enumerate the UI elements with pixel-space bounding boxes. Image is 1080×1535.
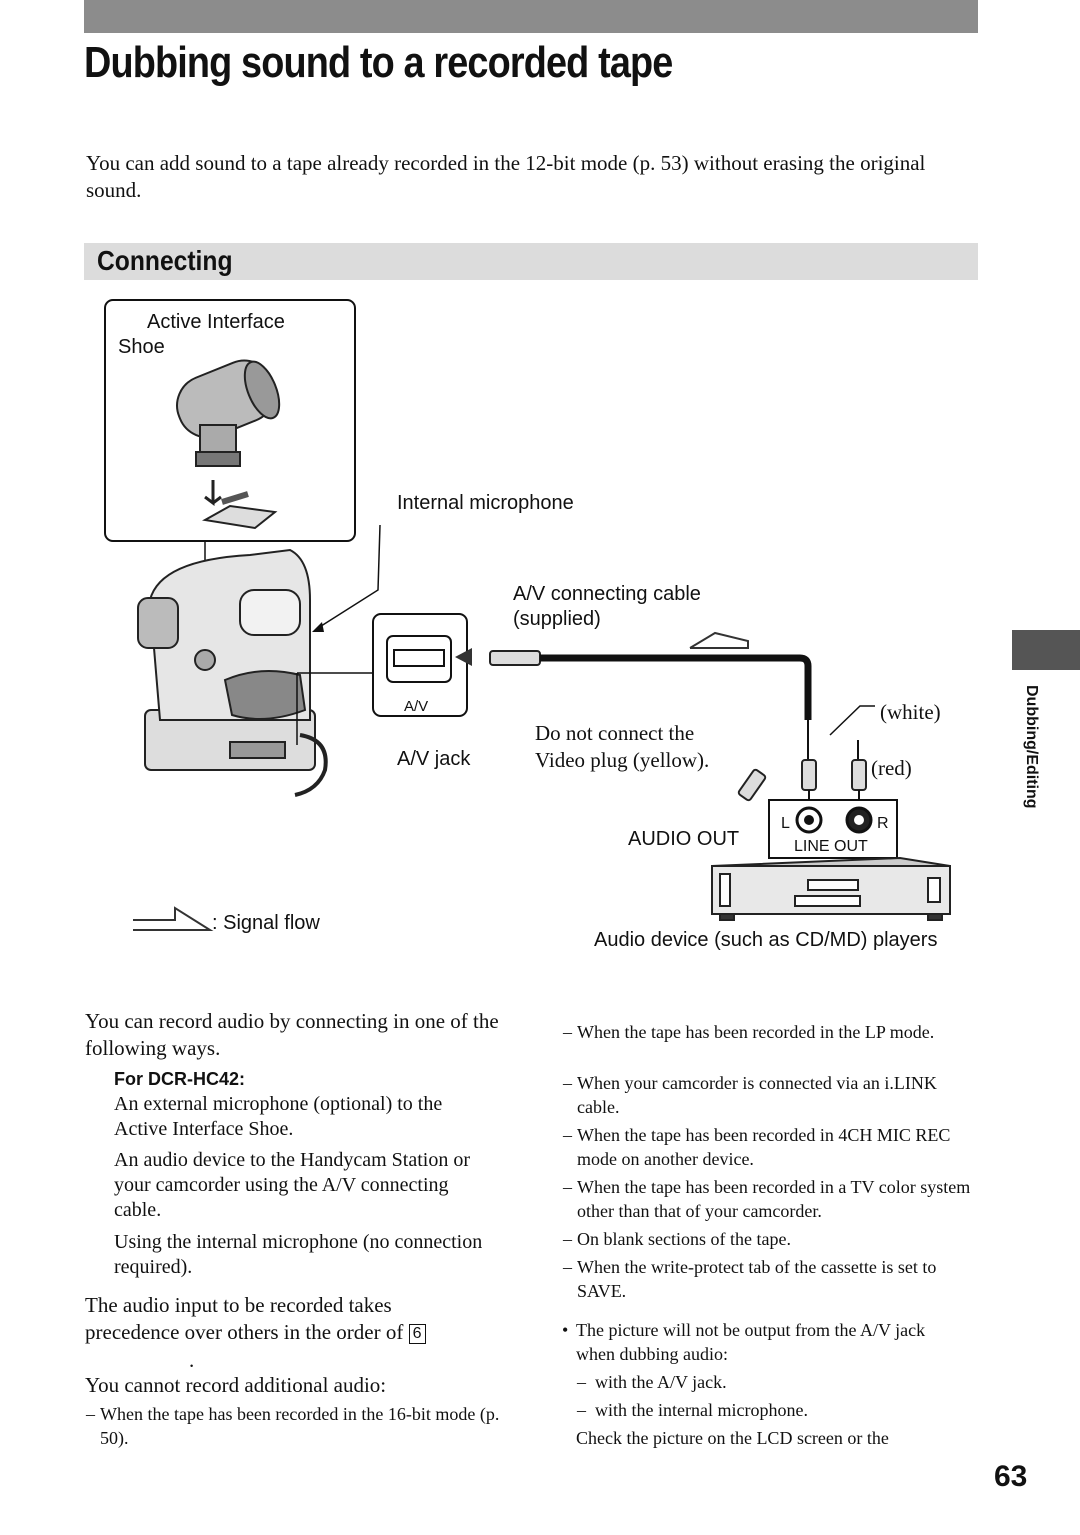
red-plug bbox=[851, 759, 867, 791]
intro-text: You can add sound to a tape already reco… bbox=[86, 151, 926, 202]
shoe-arrow-illustration bbox=[202, 480, 278, 530]
av-small-label: A/V bbox=[404, 698, 429, 715]
model-heading: For DCR-HC42: bbox=[114, 1069, 246, 1089]
right-sub-1: –with the A/V jack. bbox=[577, 1372, 727, 1392]
l-label: L bbox=[781, 815, 790, 832]
signal-flow-label: : Signal flow bbox=[212, 912, 320, 934]
r-label: R bbox=[877, 815, 889, 832]
right-sub-2: –with the internal microphone. bbox=[577, 1400, 808, 1420]
right-item-4: –When the tape has been recorded in a TV… bbox=[563, 1177, 971, 1221]
connection-diagram bbox=[104, 299, 951, 931]
do-not-connect-2: Video plug (yellow). bbox=[535, 748, 710, 772]
line-out-label: LINE OUT bbox=[794, 838, 868, 855]
left-bullet-1: –When the tape has been recorded in the … bbox=[86, 1404, 500, 1448]
audio-device-label: Audio device (such as CD/MD) players bbox=[594, 929, 938, 951]
white-plug bbox=[801, 759, 817, 791]
red-label: (red) bbox=[871, 756, 912, 780]
left-para-3: You cannot record additional audio: bbox=[85, 1373, 387, 1397]
audio-out-label: AUDIO OUT bbox=[628, 828, 740, 850]
internal-mic-label: Internal microphone bbox=[397, 492, 574, 514]
white-label: (white) bbox=[880, 700, 941, 724]
option-2: An audio device to the Handycam Station … bbox=[114, 1149, 471, 1221]
av-plug bbox=[489, 650, 541, 666]
plug-arrow bbox=[455, 648, 472, 666]
option-3: Using the internal microphone (no connec… bbox=[114, 1231, 483, 1278]
side-tab-label: Dubbing/Editing bbox=[1023, 685, 1040, 809]
section-title: Connecting bbox=[97, 245, 233, 276]
header-bar bbox=[84, 0, 978, 33]
left-para-2: The audio input to be recorded takes pre… bbox=[85, 1292, 475, 1346]
left-para-1: You can record audio by connecting in on… bbox=[85, 1009, 499, 1060]
order-box: 6 bbox=[408, 1324, 426, 1345]
section-bar bbox=[84, 243, 978, 280]
right-last: Check the picture on the LCD screen or t… bbox=[576, 1428, 889, 1448]
page-title: Dubbing sound to a recorded tape bbox=[84, 38, 673, 87]
do-not-connect-1: Do not connect the bbox=[535, 721, 695, 745]
shoe-inset-box bbox=[104, 299, 356, 542]
right-bullet: •The picture will not be output from the… bbox=[562, 1320, 926, 1364]
audio-device-illustration bbox=[711, 856, 951, 921]
side-tab-marker bbox=[1012, 630, 1080, 670]
right-item-1: –When the tape has been recorded in the … bbox=[563, 1022, 935, 1042]
yellow-plug bbox=[737, 768, 767, 802]
signal-flow-legend-arrow bbox=[133, 906, 214, 931]
right-item-2: –When your camcorder is connected via an… bbox=[563, 1073, 937, 1117]
av-jack-label: A/V jack bbox=[397, 748, 471, 770]
period: . bbox=[189, 1348, 195, 1372]
av-jack-inset bbox=[372, 613, 468, 717]
shoe-label-2: Shoe bbox=[118, 336, 165, 358]
external-microphone-illustration bbox=[176, 359, 281, 467]
right-item-6: –When the write-protect tab of the casse… bbox=[563, 1257, 937, 1301]
right-item-3: –When the tape has been recorded in 4CH … bbox=[563, 1125, 951, 1169]
option-1: An external microphone (optional) to the… bbox=[114, 1093, 443, 1140]
shoe-label-1: Active Interface bbox=[147, 311, 285, 333]
cable-label-2: (supplied) bbox=[513, 608, 601, 630]
av-cable bbox=[540, 654, 812, 720]
cable-label-1: A/V connecting cable bbox=[513, 583, 701, 605]
right-item-5: –On blank sections of the tape. bbox=[563, 1229, 791, 1249]
line-out-panel bbox=[768, 799, 898, 859]
page-number: 63 bbox=[994, 1460, 1028, 1493]
camcorder-illustration bbox=[137, 548, 328, 797]
